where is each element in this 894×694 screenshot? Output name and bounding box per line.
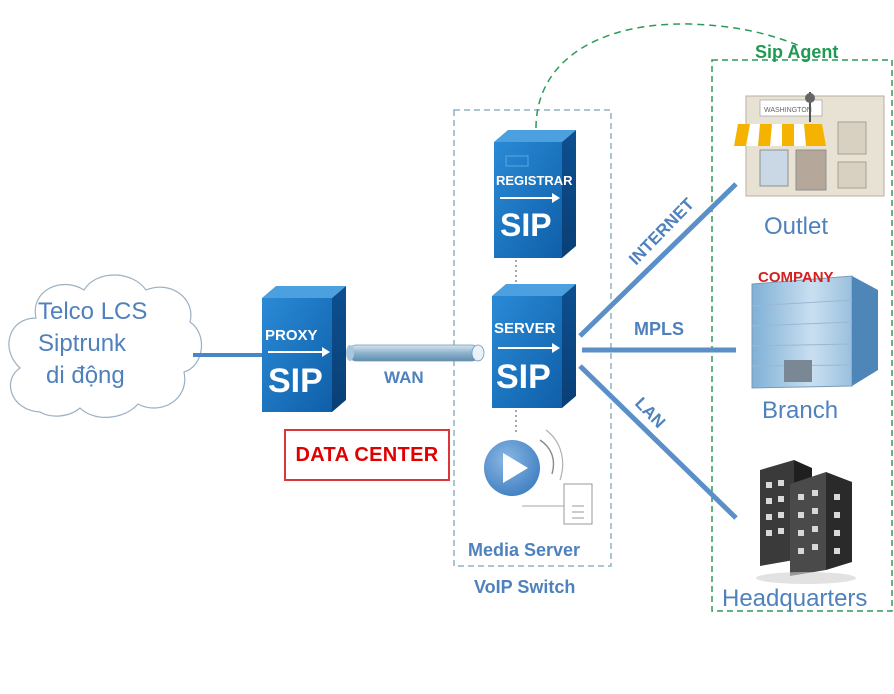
registrar-server: REGISTRAR SIP: [494, 130, 576, 258]
sound-wave-icon-outer: [545, 429, 564, 481]
document-icon: [563, 483, 593, 525]
cloud-line-1: Telco LCS: [38, 298, 147, 325]
registrar-arrowhead-icon: [552, 193, 560, 203]
sip-agent-boundary: [711, 59, 893, 612]
headquarters-label: Headquarters: [722, 585, 867, 612]
sip-server: SERVER SIP: [492, 284, 576, 408]
data-center-box: DATA CENTER: [284, 429, 450, 481]
registrar-agent-link: [535, 23, 801, 129]
telco-cloud: Telco LCS Siptrunk di động: [8, 274, 203, 418]
outlet-storefront-icon: WASHINGTON: [734, 92, 885, 197]
server-sip-logo: SIP: [496, 358, 551, 396]
shop-sign: WASHINGTON: [764, 107, 812, 114]
outlet-label: Outlet: [764, 213, 828, 240]
media-server: [484, 429, 593, 525]
cloud-line-2: Siptrunk: [38, 330, 127, 357]
play-triangle-icon: [503, 453, 528, 483]
voip-switch-label: VoIP Switch: [474, 577, 575, 597]
server-arrowhead-icon: [552, 343, 560, 353]
proxy-sip-logo: SIP: [268, 362, 323, 400]
lan-label: LAN: [631, 394, 669, 432]
lan-link: [578, 364, 738, 520]
branch-label: Branch: [762, 397, 838, 424]
internet-link: [578, 182, 738, 338]
headquarters-building-icon: [756, 460, 856, 584]
registrar-panel: [505, 155, 529, 167]
proxy-server: PROXY SIP: [262, 286, 346, 412]
voip-switch-boundary: [453, 109, 612, 567]
wan-pipe: [346, 344, 485, 362]
wan-label: WAN: [384, 368, 424, 387]
sound-wave-icon: [539, 439, 555, 475]
media-server-label: Media Server: [468, 540, 580, 560]
mpls-label: MPLS: [634, 319, 684, 339]
branch-building-icon: COMPANY: [751, 269, 878, 389]
sip-agent-label: Sip Agent: [755, 42, 838, 62]
registrar-title: REGISTRAR: [496, 173, 573, 188]
registrar-sip-logo: SIP: [500, 207, 552, 243]
data-center-label: DATA CENTER: [295, 443, 439, 466]
cloud-line-3: di động: [46, 362, 125, 389]
proxy-title: PROXY: [265, 327, 318, 344]
proxy-arrowhead-icon: [322, 347, 330, 357]
server-title: SERVER: [494, 320, 556, 337]
company-sign: COMPANY: [758, 269, 834, 286]
